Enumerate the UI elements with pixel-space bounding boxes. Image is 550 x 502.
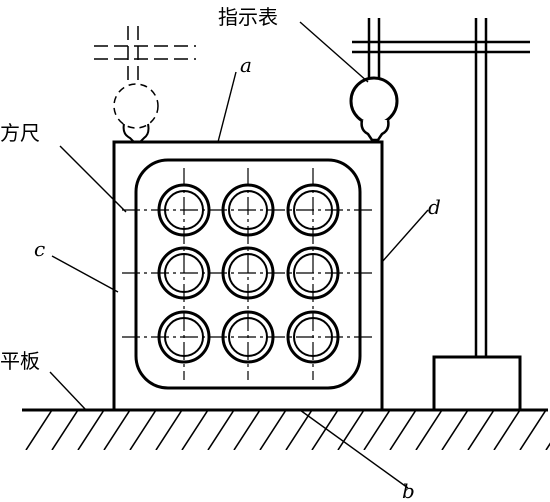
leader-square-ruler xyxy=(59,145,127,213)
hatch-line xyxy=(441,410,469,450)
hatch-line xyxy=(467,410,495,450)
leader-lines xyxy=(49,21,429,489)
hatch-line xyxy=(103,410,131,450)
hatch-line xyxy=(77,410,105,450)
label-flat-plate: 平板 xyxy=(0,349,40,373)
hatch-line xyxy=(285,410,313,450)
hatch-line xyxy=(181,410,209,450)
hatch-line xyxy=(207,410,235,450)
hatch-line xyxy=(129,410,157,450)
label-c: c xyxy=(34,237,45,261)
leader-d xyxy=(381,209,429,263)
label-square-ruler: 方尺 xyxy=(0,121,40,145)
indicator-stand xyxy=(352,18,530,412)
label-d: d xyxy=(428,195,441,219)
leader-b xyxy=(299,409,409,489)
label-b: b xyxy=(402,479,415,502)
label-indicator: 指示表 xyxy=(218,5,278,29)
hatch-line xyxy=(233,410,261,450)
hatch-line xyxy=(25,410,53,450)
hatch-line xyxy=(363,410,391,450)
leader-a xyxy=(217,71,237,143)
indicator-phantom xyxy=(94,26,196,143)
hatch-line xyxy=(51,410,79,450)
center-lines xyxy=(122,168,372,380)
leader-flat-plate xyxy=(49,371,87,411)
hatch-line xyxy=(389,410,417,450)
hatch-line xyxy=(155,410,183,450)
hatch-line xyxy=(519,410,547,450)
dial-indicator xyxy=(349,76,399,142)
label-a: a xyxy=(240,53,252,77)
hatch-line xyxy=(493,410,521,450)
hatch-line xyxy=(545,442,550,450)
leader-indicator xyxy=(299,21,369,83)
hatch-line xyxy=(259,410,287,450)
hatch-line xyxy=(311,410,339,450)
leader-c xyxy=(51,255,119,293)
flat-plate xyxy=(22,408,550,450)
hatch-line xyxy=(337,410,365,450)
square-ruler xyxy=(112,140,384,412)
hatch-line xyxy=(415,410,443,450)
ground-hatching xyxy=(25,410,550,450)
